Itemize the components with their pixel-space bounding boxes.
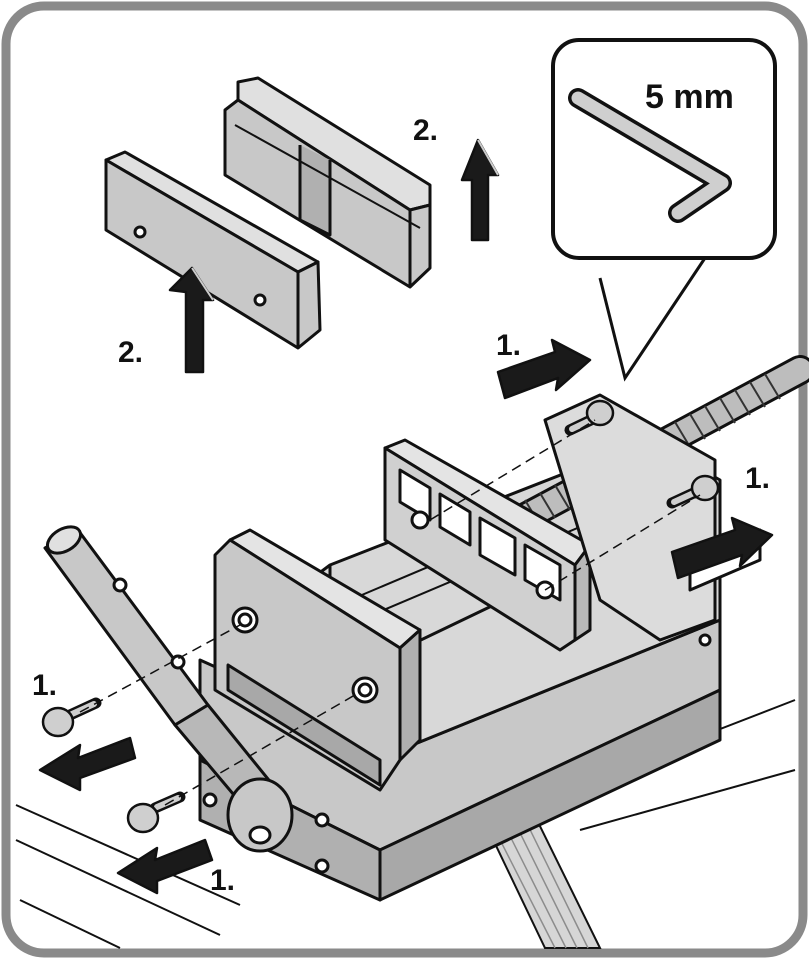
clamping-knob bbox=[226, 777, 294, 853]
screw-top-right bbox=[564, 399, 615, 436]
alignment-guides bbox=[79, 419, 701, 806]
screw-icon bbox=[41, 399, 720, 834]
step-label-front-upper: 1. bbox=[32, 669, 57, 702]
step-label-upper-front: 2. bbox=[118, 336, 143, 369]
screw-side-right bbox=[666, 474, 720, 509]
arrow-right-top bbox=[496, 338, 592, 400]
arrow-left-lower bbox=[116, 838, 214, 895]
arrow-right-side bbox=[670, 516, 774, 580]
arrow-left-icon bbox=[38, 736, 214, 895]
jaw-plate-front bbox=[104, 150, 322, 350]
step-label-front-lower: 1. bbox=[210, 864, 235, 897]
arrow-left-upper bbox=[38, 736, 137, 792]
hex-key-icon bbox=[568, 88, 732, 223]
tool-callout bbox=[551, 38, 777, 382]
screw-front-lower bbox=[126, 791, 186, 834]
arrow-right-icon bbox=[496, 338, 774, 580]
screw-front-upper bbox=[41, 697, 102, 738]
tool-size-label: 5 mm bbox=[645, 78, 734, 116]
step-label-upper-rear: 2. bbox=[413, 114, 438, 147]
step-label-top-screw: 1. bbox=[496, 329, 521, 362]
arrow-up-icon bbox=[168, 138, 500, 374]
jaw-plate-rear bbox=[223, 76, 432, 289]
step-label-side-screw: 1. bbox=[745, 462, 770, 495]
